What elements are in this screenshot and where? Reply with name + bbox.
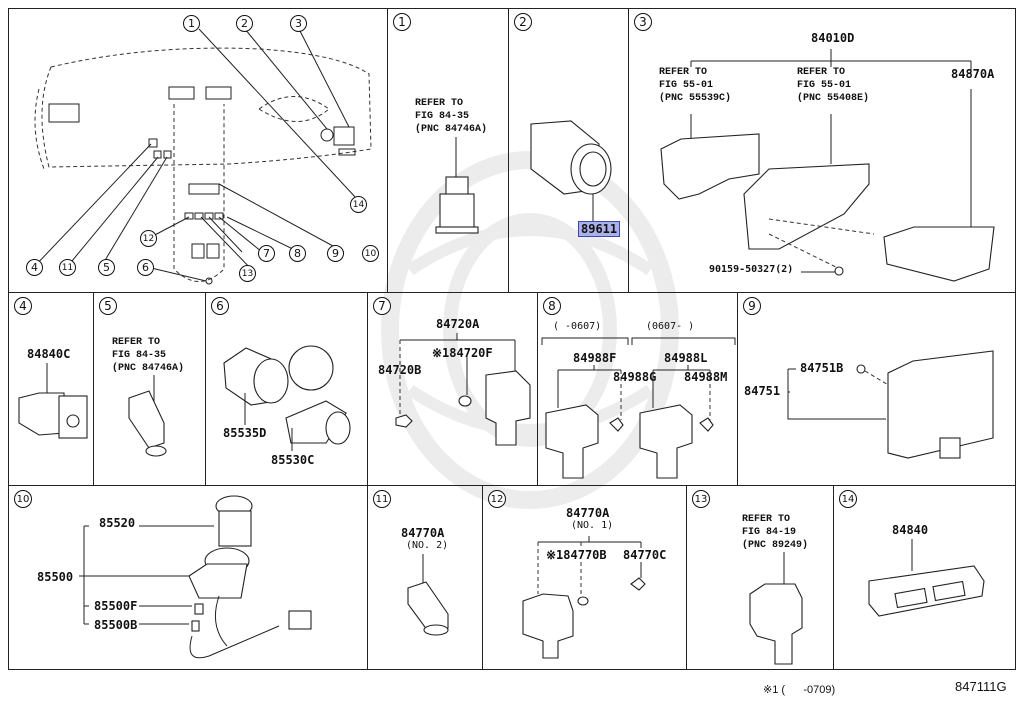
callout-2[interactable]: 2 xyxy=(236,15,253,32)
cell-4: 4 84840C xyxy=(8,292,94,486)
callout-5[interactable]: 5 xyxy=(98,259,115,276)
control-module-drawing xyxy=(787,350,994,459)
reference-note[interactable]: REFER TO FIG 84-35 (PNC 84746A) xyxy=(112,337,185,374)
cell-14: 14 84840 xyxy=(833,485,1016,670)
cell-6: 6 85535D 85530C xyxy=(205,292,368,486)
dashboard-drawing xyxy=(33,28,372,285)
part-number-89611[interactable]: 89611 xyxy=(578,221,621,237)
cigarette-lighter-drawing xyxy=(79,495,312,659)
part-number-84840c[interactable]: 84840C xyxy=(27,347,71,361)
switch-panel-drawing xyxy=(868,539,985,617)
callout-4[interactable]: 4 xyxy=(26,259,43,276)
cell-number: 6 xyxy=(211,297,229,315)
callout-14[interactable]: 14 xyxy=(350,196,367,213)
power-outlet-drawing xyxy=(223,345,351,451)
part-number-84770c[interactable]: 84770C xyxy=(623,548,667,562)
callout-13[interactable]: 13 xyxy=(239,265,256,282)
date-range-a: ( -0607) xyxy=(553,321,602,332)
reference-note-b[interactable]: REFER TO FIG 55-01 (PNC 55408E) xyxy=(797,67,870,104)
callout-10[interactable]: 10 xyxy=(362,245,379,262)
cell-number: 12 xyxy=(488,490,506,508)
switch-assembly-drawing xyxy=(395,333,531,446)
cell-number: 9 xyxy=(743,297,761,315)
cell-number: 7 xyxy=(373,297,391,315)
callout-11[interactable]: 11 xyxy=(59,259,76,276)
part-number-85500f[interactable]: 85500F xyxy=(94,599,138,613)
cell-3: 3 84010D REFER TO FIG 55-01 (PNC 55539C)… xyxy=(628,8,1016,293)
cell-10: 10 85520 85500 85500F 85500B xyxy=(8,485,368,670)
cell-13: 13 REFER TO FIG 84-19 (PNC 89249) xyxy=(686,485,834,670)
cell-11: 11 84770A (NO. 2) xyxy=(367,485,483,670)
cell-number: 4 xyxy=(14,297,32,315)
part-number-84988g[interactable]: 84988G xyxy=(613,370,657,384)
cell-12: 12 84770A (NO. 1) ※184770B 84770C xyxy=(482,485,687,670)
cell-7: 7 84720A ※184720F 84720B xyxy=(367,292,538,486)
cell-2: 2 89611 xyxy=(508,8,629,293)
push-start-switch-drawing xyxy=(530,120,612,222)
cell-number: 14 xyxy=(839,490,857,508)
assembly-number[interactable]: 84720A xyxy=(436,317,480,331)
cell-number: 13 xyxy=(692,490,710,508)
reference-note[interactable]: REFER TO FIG 84-19 (PNC 89249) xyxy=(742,514,809,551)
assembly-number-85500[interactable]: 85500 xyxy=(37,570,74,584)
cell-number: 3 xyxy=(634,13,652,31)
assembly-number-84751[interactable]: 84751 xyxy=(744,384,781,398)
part-number-85530c[interactable]: 85530C xyxy=(271,453,315,467)
console-box-drawing xyxy=(660,49,995,282)
part-number-85535d[interactable]: 85535D xyxy=(223,426,267,440)
part-number-84988m[interactable]: 84988M xyxy=(684,370,728,384)
part-number-84770b[interactable]: ※184770B xyxy=(546,548,607,562)
connector-part-drawing xyxy=(128,375,167,457)
callout-12[interactable]: 12 xyxy=(140,230,157,247)
part-number-84770a[interactable]: 84770A xyxy=(401,526,445,540)
overview-panel: 1 2 3 14 4 11 5 6 12 13 7 8 9 10 xyxy=(8,8,388,293)
reference-note[interactable]: REFER TO FIG 84-35 (PNC 84746A) xyxy=(415,98,488,135)
footnote: ※1 ( -0709) xyxy=(763,684,836,696)
switch-drawing xyxy=(407,554,449,636)
reference-note-a[interactable]: REFER TO FIG 55-01 (PNC 55539C) xyxy=(659,67,732,104)
cell-8: 8 ( -0607) (0607- ) 84988F 84988G 84988L… xyxy=(537,292,738,486)
part-number-85500b[interactable]: 85500B xyxy=(94,618,138,632)
cell-number: 2 xyxy=(514,13,532,31)
assembly-note: (NO. 1) xyxy=(571,520,614,531)
cell-1: 1 REFER TO FIG 84-35 (PNC 84746A) xyxy=(387,8,509,293)
part-number-85520[interactable]: 85520 xyxy=(99,516,136,530)
switch-assembly-drawing xyxy=(522,536,646,659)
part-number-84870a[interactable]: 84870A xyxy=(951,67,995,81)
callout-8[interactable]: 8 xyxy=(289,245,306,262)
assembly-number[interactable]: 84010D xyxy=(811,31,855,45)
switch-pair-drawing xyxy=(541,337,736,479)
screw-number[interactable]: 90159-50327(2) xyxy=(709,264,794,275)
cell-number: 10 xyxy=(14,490,32,508)
switch-drawing xyxy=(18,363,88,439)
assembly-number-84988f[interactable]: 84988F xyxy=(573,351,617,365)
callout-7[interactable]: 7 xyxy=(258,245,275,262)
part-note: (NO. 2) xyxy=(406,540,449,551)
switch-drawing xyxy=(749,552,803,665)
cell-number: 11 xyxy=(373,490,391,508)
cell-number: 1 xyxy=(393,13,411,31)
part-number-84751b[interactable]: 84751B xyxy=(800,361,844,375)
assembly-number-84988l[interactable]: 84988L xyxy=(664,351,708,365)
cell-9: 9 84751B 84751 xyxy=(737,292,1016,486)
cell-number: 8 xyxy=(543,297,561,315)
cell-5: 5 REFER TO FIG 84-35 (PNC 84746A) xyxy=(93,292,206,486)
part-number-84840[interactable]: 84840 xyxy=(892,523,929,537)
connector-part-drawing xyxy=(435,137,479,234)
figure-code: 847111G xyxy=(955,679,1007,694)
date-range-b: (0607- ) xyxy=(646,321,695,332)
callout-3[interactable]: 3 xyxy=(290,15,307,32)
callout-6[interactable]: 6 xyxy=(137,259,154,276)
cell-number: 5 xyxy=(99,297,117,315)
part-number-84720f[interactable]: ※184720F xyxy=(432,346,493,360)
assembly-number-84770a[interactable]: 84770A xyxy=(566,506,610,520)
callout-1[interactable]: 1 xyxy=(183,15,200,32)
callout-9[interactable]: 9 xyxy=(327,245,344,262)
